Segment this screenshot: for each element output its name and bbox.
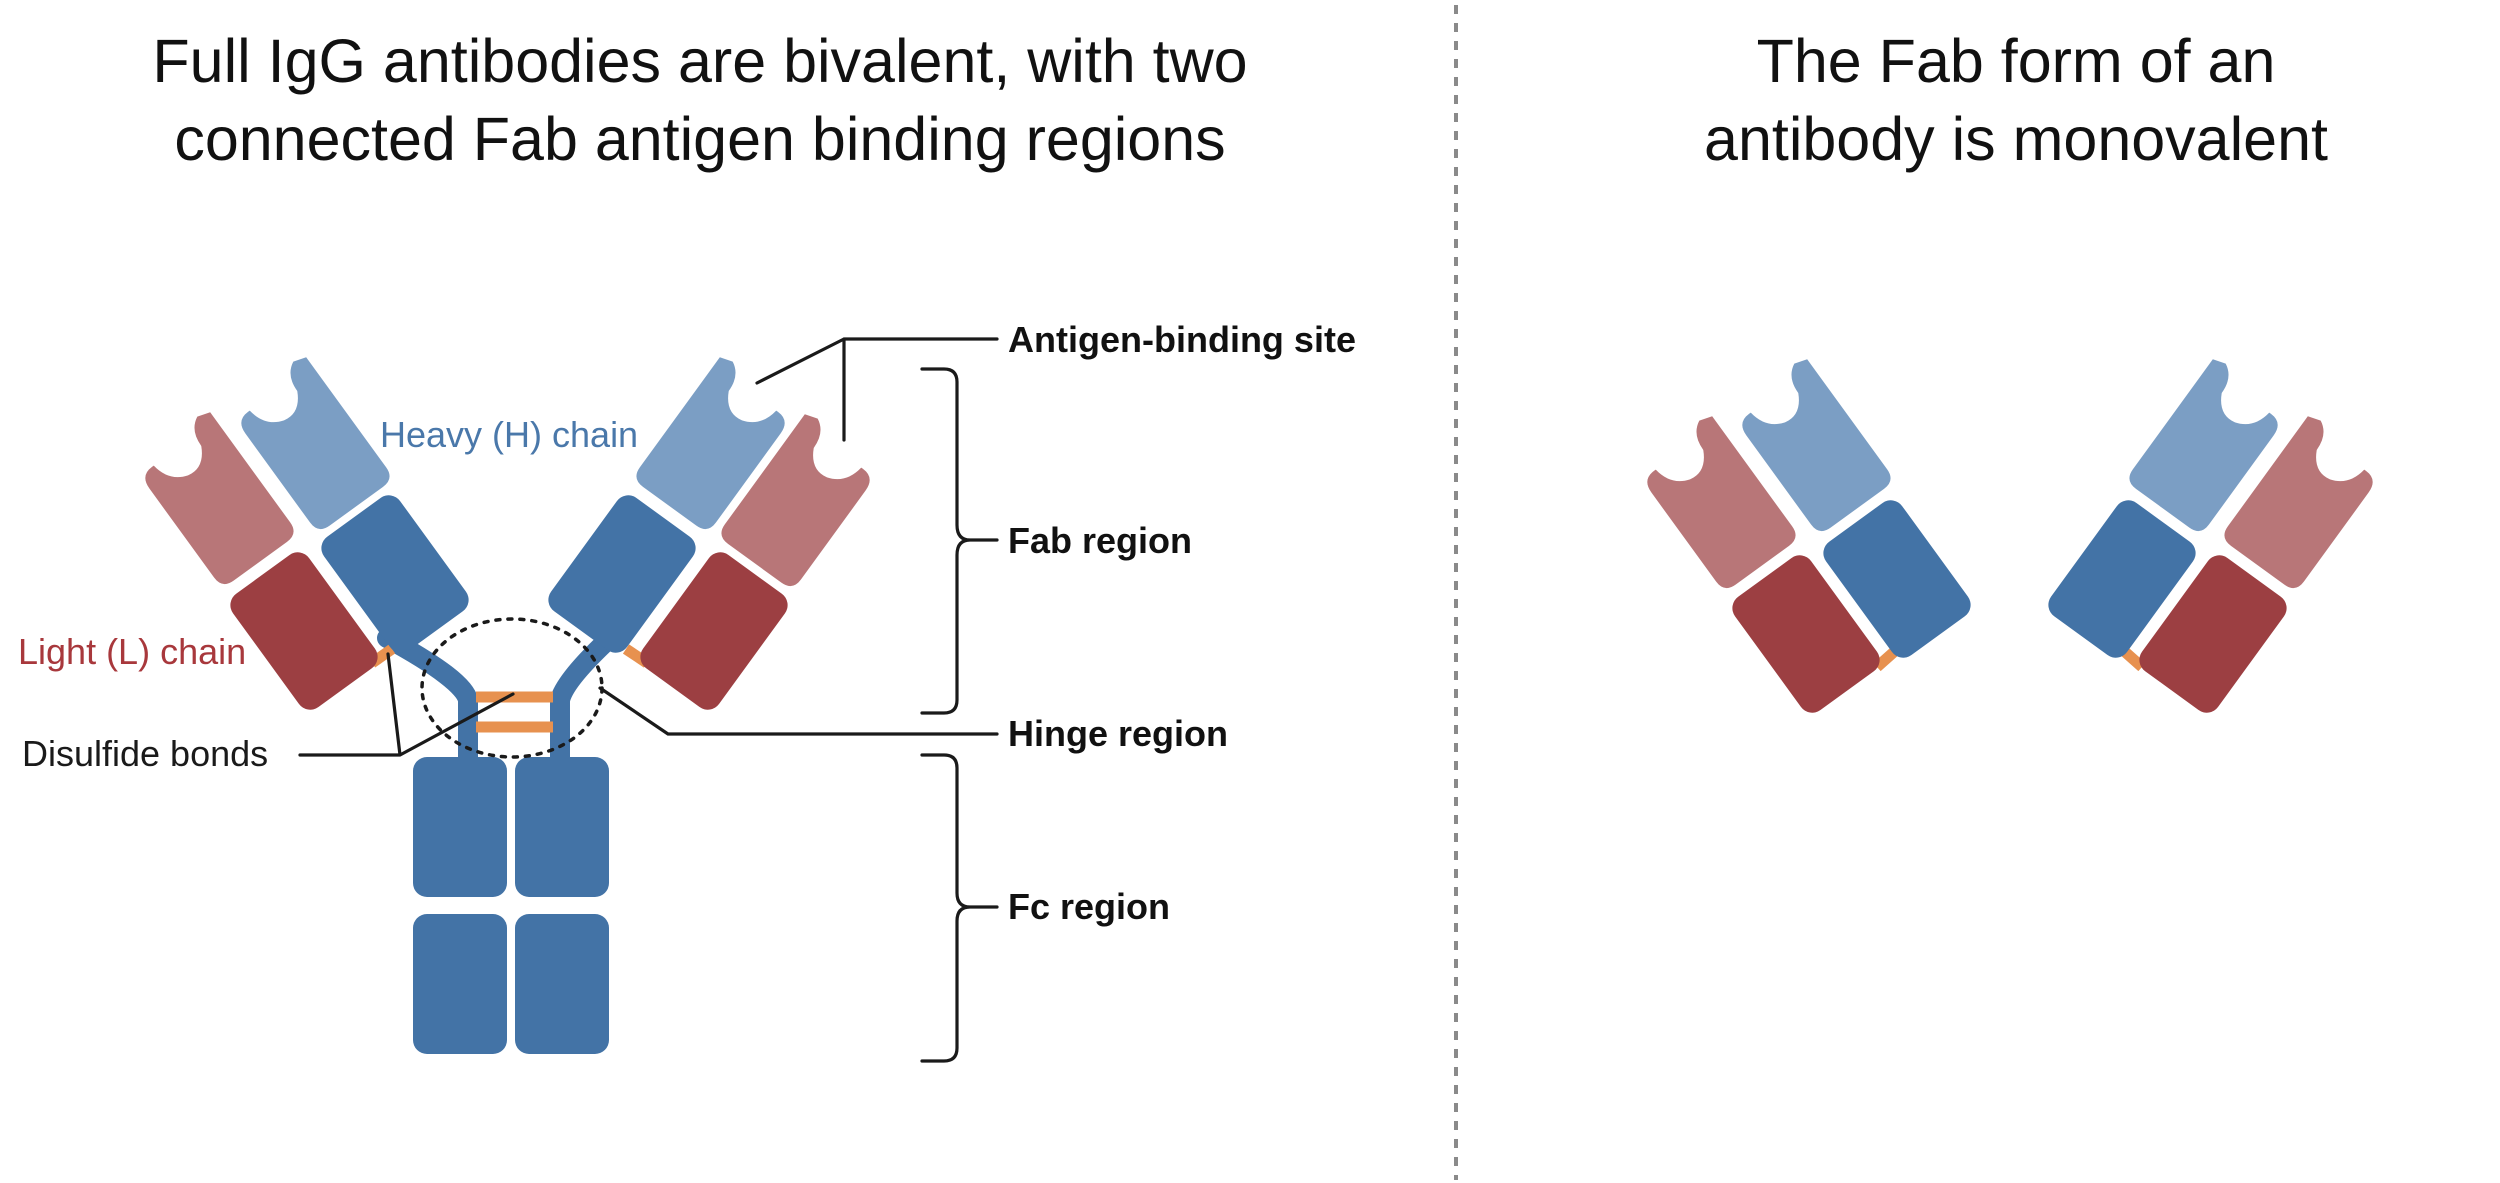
- fc-domain-left-lower: [413, 914, 507, 1054]
- antigen-binding-site-label: Antigen-binding site: [1008, 319, 1356, 360]
- hinge-strand-right: [550, 628, 620, 770]
- fc-region-label: Fc region: [1008, 886, 1170, 927]
- left-title-line1: Full IgG antibodies are bivalent, with t…: [152, 27, 1247, 95]
- fc-bracket: [920, 753, 999, 1063]
- fc-domain-left-upper: [413, 757, 507, 897]
- right-title-line2: antibody is monovalent: [1704, 105, 2328, 173]
- heavy-chain-label: Heavy (H) chain: [380, 414, 638, 455]
- light-chain-label: Light (L) chain: [18, 631, 246, 672]
- igg-antibody: [131, 354, 884, 1054]
- fab-bracket: [920, 367, 999, 715]
- annotation-leaders: [298, 337, 999, 1063]
- fab-fragment-right-disulfide: [2120, 646, 2146, 672]
- fab-fragment-left-disulfide: [1873, 646, 1899, 672]
- hinge-leader: [598, 686, 999, 736]
- disulfide-leader: [298, 652, 515, 757]
- fc-domain-right-upper: [515, 757, 609, 897]
- fab-region-label: Fab region: [1008, 520, 1192, 561]
- left-title-line2: connected Fab antigen binding regions: [174, 105, 1225, 173]
- fab-fragment-left: [1633, 356, 1977, 719]
- hinge-region-label: Hinge region: [1008, 713, 1228, 754]
- right-title-line1: The Fab form of an: [1757, 27, 2276, 95]
- antigen-site-leader: [755, 337, 999, 442]
- fab-fragment-right: [2042, 356, 2387, 719]
- fc-domain-right-lower: [515, 914, 609, 1054]
- disulfide-bonds-label: Disulfide bonds: [22, 733, 268, 774]
